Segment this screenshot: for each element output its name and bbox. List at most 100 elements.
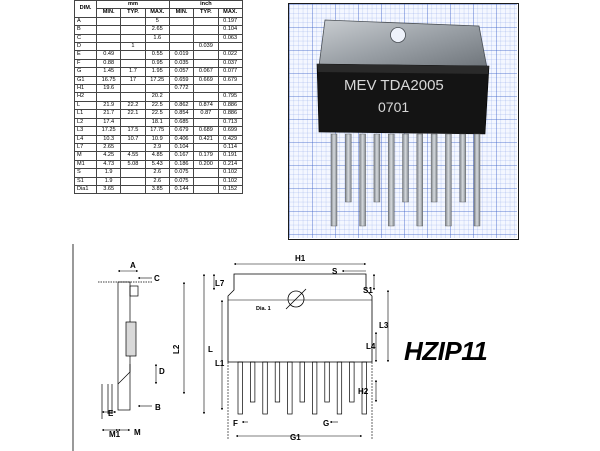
mounting-hole	[390, 27, 406, 43]
value-cell: 0.144	[168, 184, 195, 195]
value-cell	[193, 84, 219, 94]
value-cell	[120, 58, 146, 69]
value-cell: 4.73	[95, 159, 122, 170]
value-cell: 21.9	[95, 100, 122, 111]
value-cell	[193, 176, 219, 186]
table-header-row: DIM. mm inch	[74, 0, 243, 18]
sub-header: TYP.	[193, 8, 219, 18]
label-M1: M1	[109, 430, 121, 439]
value-cell: 0.075	[168, 168, 195, 178]
dim-cell: C	[74, 33, 97, 44]
label-L4: L4	[366, 342, 376, 351]
label-C: C	[154, 274, 160, 283]
value-cell: 1.9	[95, 168, 122, 178]
chip-body	[316, 63, 490, 135]
value-cell	[193, 16, 219, 27]
chip-pin	[345, 133, 352, 203]
table-subheader-row: MIN. TYP. MAX. MIN. TYP. MAX.	[75, 8, 243, 18]
value-cell: 0.659	[168, 75, 195, 86]
chip-pin	[387, 133, 395, 227]
value-cell: 1.6	[144, 33, 170, 44]
drawing-pin	[299, 361, 305, 403]
value-cell: 1	[120, 42, 146, 52]
value-cell	[120, 184, 146, 195]
value-cell: 17.5	[120, 126, 146, 136]
value-cell	[120, 33, 146, 44]
value-cell: 0.406	[168, 134, 195, 144]
value-cell: 22.2	[120, 100, 146, 111]
dim-cell: L1	[74, 109, 97, 119]
value-cell: 0.104	[217, 25, 243, 35]
value-cell	[120, 25, 146, 35]
value-cell: 16.75	[95, 75, 122, 86]
chip-pin	[330, 133, 338, 227]
label-H1: H1	[295, 254, 306, 263]
value-cell: 0.197	[217, 16, 243, 27]
value-cell	[193, 25, 219, 35]
value-cell: 0.167	[168, 151, 195, 161]
value-cell: 2.65	[95, 142, 122, 153]
value-cell	[144, 84, 170, 94]
value-cell: 17.75	[144, 126, 170, 136]
dim-header: DIM.	[74, 0, 97, 18]
side-view-lead	[117, 364, 131, 385]
value-cell	[120, 176, 146, 186]
dim-cell: A	[74, 16, 97, 27]
heatsink-tab	[318, 19, 488, 69]
value-cell	[193, 92, 219, 102]
value-cell: 0.102	[217, 176, 243, 186]
value-cell: 17	[120, 75, 146, 86]
value-cell	[120, 16, 146, 27]
label-G1: G1	[290, 433, 301, 442]
value-cell	[217, 42, 243, 52]
value-cell: 0.795	[217, 92, 243, 102]
value-cell	[168, 42, 195, 52]
dim-cell: G	[74, 67, 97, 77]
value-cell	[95, 92, 122, 102]
value-cell: 0.669	[193, 75, 219, 86]
value-cell	[120, 92, 146, 102]
package-name: HZIP11	[404, 336, 488, 366]
front-view-body	[227, 273, 373, 363]
value-cell: 0.214	[217, 159, 243, 170]
front-view-hole	[287, 290, 305, 308]
value-cell: 2.6	[144, 168, 170, 178]
value-cell: 10.7	[120, 134, 146, 144]
value-cell: 4.55	[120, 151, 146, 161]
value-cell: 0.186	[168, 159, 195, 170]
dim-cell: B	[74, 25, 97, 35]
chip-pin	[402, 133, 409, 203]
value-cell: 4.85	[144, 151, 170, 161]
value-cell	[217, 84, 243, 94]
chip-body-edge	[317, 64, 489, 74]
label-L2: L2	[172, 344, 181, 354]
value-cell: 0.104	[168, 142, 195, 153]
value-cell: 0.679	[168, 126, 195, 136]
drawing-pin	[336, 361, 343, 415]
front-view	[227, 273, 373, 415]
label-S1: S1	[363, 286, 373, 295]
dim-cell: H1	[74, 84, 97, 94]
side-view-mold	[125, 321, 137, 357]
value-cell: 0.874	[193, 100, 219, 111]
value-cell: 10.3	[95, 134, 122, 144]
label-S: S	[332, 267, 338, 276]
dim-cell: S1	[74, 176, 97, 186]
front-view-pins	[237, 361, 367, 415]
value-cell: 0.067	[193, 67, 219, 77]
drawing-pin	[324, 361, 330, 403]
value-cell	[168, 92, 195, 102]
value-cell: 5	[144, 16, 170, 27]
value-cell	[120, 117, 146, 128]
value-cell: 0.886	[217, 100, 243, 111]
value-cell: 17.25	[144, 75, 170, 86]
value-cell: 0.679	[217, 75, 243, 86]
label-A: A	[130, 261, 136, 270]
